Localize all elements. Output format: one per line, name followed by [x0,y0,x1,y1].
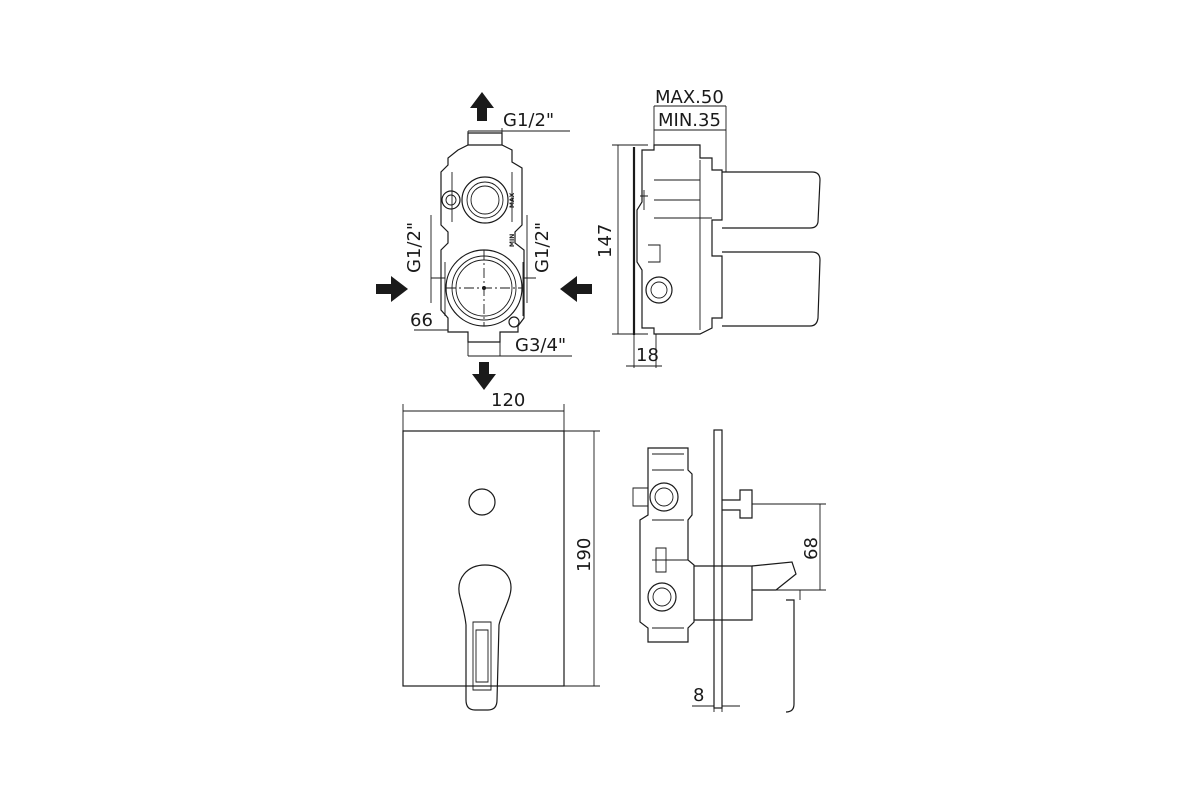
left-inlet-thread-dimension: G1/2" [404,222,425,273]
plate-width-dimension: 120 [491,390,525,411]
bottom-outlet-thread-dimension: G3/4" [515,335,566,356]
max-marking: MAX [509,192,516,208]
body-offset-dimension: 66 [410,310,433,331]
plate-front-view: 120 190 [402,390,600,711]
body-side-view: MAX.50 MIN.35 147 18 [595,87,821,368]
inlet-left-arrow [376,276,408,302]
handle-axis-dimension: 68 [801,537,822,560]
top-outlet-thread-dimension: G1/2" [503,110,554,131]
assembly-side-view: 68 8 [632,429,826,713]
depth-max-dimension: MAX.50 [655,87,724,108]
depth-min-dimension: MIN.35 [658,110,721,131]
trim-plate [402,430,565,687]
right-inlet-thread-dimension: G1/2" [532,222,553,273]
diverter-button [468,488,496,516]
plate-height-dimension: 190 [574,538,595,572]
inlet-right-arrow [560,276,592,302]
body-height-dimension: 147 [595,224,616,258]
plate-thickness-dimension: 8 [693,685,704,706]
outlet-up-arrow [470,92,494,121]
wall-offset-dimension: 18 [636,345,659,366]
min-marking: MIN [509,234,516,247]
body-front-view: MAX MIN G1/2" G1/2" G1/2" 66 G3/4" [376,92,592,390]
mixer-handle [458,564,512,711]
outlet-down-arrow [472,362,496,390]
